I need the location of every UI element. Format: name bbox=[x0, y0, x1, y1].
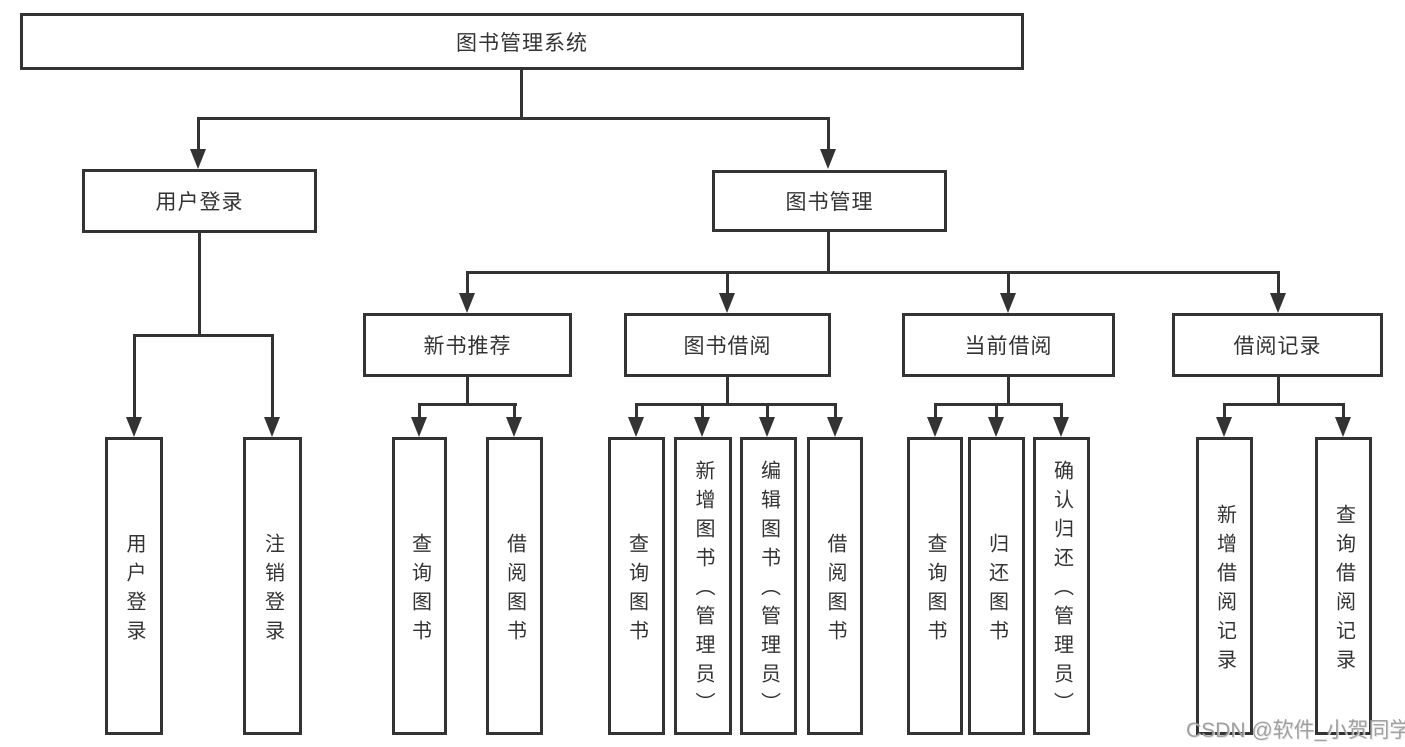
node-borrow-record-label: 借阅记录 bbox=[1233, 335, 1322, 358]
node-new-book-recommend: 新书推荐 bbox=[363, 313, 572, 377]
connector-stem-br-add bbox=[1223, 403, 1226, 419]
connector-stem-cb-confirm bbox=[1060, 403, 1063, 419]
connector-stem-cb-return bbox=[995, 403, 998, 419]
connector-bookmgmt-trunk bbox=[827, 232, 830, 273]
arrow-down-icon bbox=[1270, 293, 1286, 313]
connector-root-trunk bbox=[520, 70, 523, 118]
arrow-down-icon bbox=[411, 417, 427, 437]
leaf-logout-label: 注销登录 bbox=[261, 532, 284, 649]
connector-bookmgmt-split bbox=[466, 271, 1280, 274]
leaf-bookborrow-edit-label: 编辑图书（管理员） bbox=[757, 460, 780, 721]
connector-stem-bb-query bbox=[635, 403, 638, 419]
leaf-currentborrow-return-label: 归还图书 bbox=[985, 532, 1008, 649]
leaf-user-login-label: 用户登录 bbox=[123, 532, 145, 649]
leaf-bookborrow-borrow: 借阅图书 bbox=[807, 437, 863, 735]
arrow-down-icon bbox=[820, 149, 836, 169]
leaf-record-query: 查询借阅记录 bbox=[1315, 437, 1372, 735]
connector-stem-bb-borrow bbox=[834, 403, 837, 419]
node-borrow-record: 借阅记录 bbox=[1172, 313, 1383, 377]
connector-stem-bb-add bbox=[701, 403, 704, 419]
leaf-currentborrow-return: 归还图书 bbox=[968, 437, 1025, 735]
node-root-label: 图书管理系统 bbox=[456, 31, 588, 55]
arrow-down-icon bbox=[988, 417, 1004, 437]
watermark: CSDN @软件_小贺同学 bbox=[1186, 719, 1405, 742]
connector-currentborrow-split bbox=[934, 403, 1063, 406]
connector-bookborrow-trunk bbox=[726, 377, 729, 405]
connector-stem-bookborrow bbox=[726, 271, 729, 295]
leaf-newbook-borrow: 借阅图书 bbox=[486, 437, 543, 735]
connector-borrowrecord-split bbox=[1223, 403, 1345, 406]
connector-newbook-split bbox=[418, 403, 517, 406]
node-book-management-label: 图书管理 bbox=[785, 191, 874, 214]
node-current-borrow: 当前借阅 bbox=[902, 313, 1115, 377]
node-new-book-recommend-label: 新书推荐 bbox=[423, 335, 512, 358]
arrow-down-icon bbox=[827, 417, 843, 437]
leaf-record-add-label: 新增借阅记录 bbox=[1213, 503, 1236, 678]
leaf-newbook-query-label: 查询图书 bbox=[408, 532, 431, 649]
arrow-down-icon bbox=[628, 417, 644, 437]
leaf-currentborrow-query: 查询图书 bbox=[907, 437, 963, 735]
leaf-bookborrow-query: 查询图书 bbox=[608, 437, 665, 735]
connector-stem-login bbox=[133, 334, 136, 419]
leaf-bookborrow-add-label: 新增图书（管理员） bbox=[692, 460, 714, 721]
connector-stem-br-query bbox=[1342, 403, 1345, 419]
node-book-borrow: 图书借阅 bbox=[624, 313, 831, 377]
node-user-login: 用户登录 bbox=[82, 169, 317, 233]
leaf-currentborrow-confirm-label: 确认归还（管理员） bbox=[1050, 460, 1073, 721]
node-current-borrow-label: 当前借阅 bbox=[964, 335, 1053, 358]
leaf-newbook-borrow-label: 借阅图书 bbox=[503, 532, 526, 649]
arrow-down-icon bbox=[1335, 417, 1351, 437]
leaf-currentborrow-query-label: 查询图书 bbox=[924, 532, 946, 649]
connector-stem-borrowrecord bbox=[1277, 271, 1280, 295]
connector-stem-book-management bbox=[827, 117, 830, 151]
leaf-bookborrow-query-label: 查询图书 bbox=[625, 532, 648, 649]
arrow-down-icon bbox=[1053, 417, 1069, 437]
arrow-down-icon bbox=[126, 417, 142, 437]
leaf-bookborrow-borrow-label: 借阅图书 bbox=[824, 532, 846, 649]
arrow-down-icon bbox=[694, 417, 710, 437]
leaf-logout: 注销登录 bbox=[243, 437, 302, 735]
node-user-login-label: 用户登录 bbox=[155, 191, 244, 214]
connector-stem-logout bbox=[271, 334, 274, 419]
connector-root-split bbox=[197, 117, 830, 120]
connector-stem-bb-edit bbox=[766, 403, 769, 419]
connector-stem-cb-query bbox=[934, 403, 937, 419]
arrow-down-icon bbox=[927, 417, 943, 437]
arrow-down-icon bbox=[264, 417, 280, 437]
arrow-down-icon bbox=[1000, 293, 1016, 313]
connector-newbook-trunk bbox=[466, 377, 469, 405]
arrow-down-icon bbox=[506, 417, 522, 437]
leaf-record-query-label: 查询借阅记录 bbox=[1332, 503, 1355, 678]
arrow-down-icon bbox=[459, 293, 475, 313]
connector-stem-user-login bbox=[197, 117, 200, 151]
arrow-down-icon bbox=[719, 293, 735, 313]
arrow-down-icon bbox=[1216, 417, 1232, 437]
connector-borrowrecord-trunk bbox=[1277, 377, 1280, 405]
node-root: 图书管理系统 bbox=[20, 13, 1024, 70]
leaf-newbook-query: 查询图书 bbox=[392, 437, 447, 735]
leaf-currentborrow-confirm: 确认归还（管理员） bbox=[1033, 437, 1090, 735]
arrow-down-icon bbox=[759, 417, 775, 437]
connector-stem-nb-borrow bbox=[513, 403, 516, 419]
leaf-bookborrow-edit: 编辑图书（管理员） bbox=[740, 437, 797, 735]
connector-bookborrow-split bbox=[635, 403, 837, 406]
arrow-down-icon bbox=[190, 149, 206, 169]
node-book-management: 图书管理 bbox=[712, 170, 947, 232]
connector-userlogin-trunk bbox=[198, 233, 201, 336]
connector-stem-currentborrow bbox=[1007, 271, 1010, 295]
connector-currentborrow-trunk bbox=[1007, 377, 1010, 405]
node-book-borrow-label: 图书借阅 bbox=[683, 335, 772, 358]
leaf-record-add: 新增借阅记录 bbox=[1196, 437, 1253, 735]
connector-stem-nb-query bbox=[418, 403, 421, 419]
leaf-user-login: 用户登录 bbox=[105, 437, 163, 735]
leaf-bookborrow-add: 新增图书（管理员） bbox=[674, 437, 732, 735]
connector-userlogin-split bbox=[133, 334, 274, 337]
connector-stem-newbook bbox=[466, 271, 469, 295]
